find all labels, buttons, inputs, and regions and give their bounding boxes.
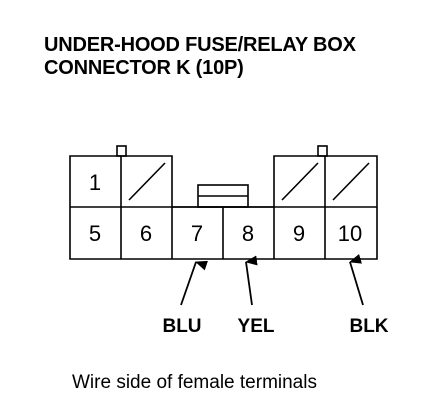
connector-tab-left	[116, 145, 127, 157]
connector-tab-right	[317, 145, 328, 157]
wire-label-blu: BLU	[162, 316, 201, 337]
terminal-10: 10	[338, 221, 362, 246]
terminal-8: 8	[242, 221, 254, 246]
connector-body	[69, 145, 378, 260]
terminal-9: 9	[293, 221, 305, 246]
terminal-6: 6	[140, 221, 152, 246]
arrow-yel	[245, 255, 258, 306]
wire-arrows	[180, 254, 364, 306]
wire-labels: BLU YEL BLK	[162, 316, 388, 337]
terminal-5: 5	[89, 221, 101, 246]
unused-cavity-2	[128, 162, 166, 201]
arrow-blk	[349, 254, 364, 306]
title-line-1: UNDER-HOOD FUSE/RELAY BOX	[44, 34, 356, 56]
wire-label-blk: BLK	[349, 316, 388, 337]
diagram-title: UNDER-HOOD FUSE/RELAY BOX CONNECTOR K (1…	[44, 34, 356, 80]
arrow-blu	[180, 260, 209, 306]
terminal-numbers: 1 5 6 7 8 9 10	[89, 170, 362, 246]
unused-cavity-3	[281, 162, 319, 201]
title-line-2: CONNECTOR K (10P)	[44, 57, 244, 79]
diagram-caption: Wire side of female terminals	[72, 372, 317, 393]
terminal-1: 1	[89, 170, 101, 195]
unused-cavity-4	[332, 162, 370, 201]
wire-label-yel: YEL	[238, 316, 275, 337]
terminal-7: 7	[191, 221, 203, 246]
